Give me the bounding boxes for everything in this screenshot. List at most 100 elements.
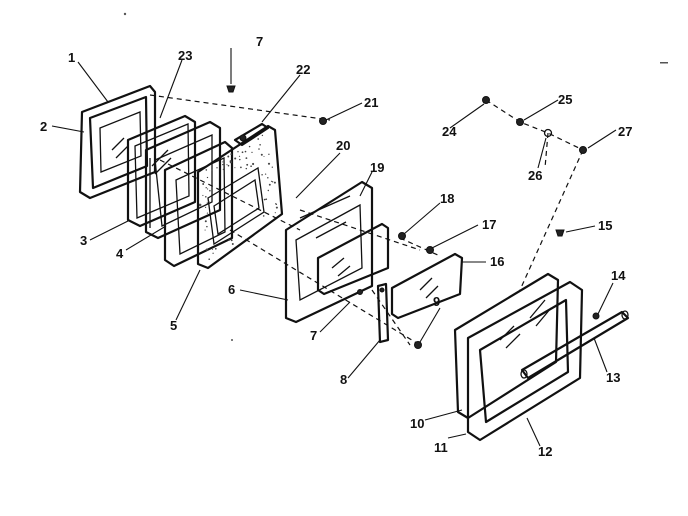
stipple-dot — [250, 165, 252, 168]
label-part-9: 9 — [433, 294, 440, 309]
stipple-dot — [206, 212, 208, 214]
stipple-dot — [211, 169, 213, 171]
stipple-dot — [262, 215, 265, 217]
stipple-dot — [208, 258, 211, 261]
stipple-dot — [248, 145, 251, 148]
stipple-dot — [241, 151, 244, 154]
part-inner-door-panel — [196, 124, 284, 270]
part-door-front-frame — [466, 280, 584, 442]
stipple-dot — [205, 248, 208, 251]
stipple-dot — [229, 160, 232, 164]
label-part-18: 18 — [440, 191, 454, 206]
stipple-dot — [216, 167, 218, 169]
label-part-6: 6 — [228, 282, 235, 297]
washer-26 — [543, 128, 553, 138]
stipple-dot — [245, 167, 248, 170]
clip-17 — [426, 246, 434, 254]
stipple-dot — [227, 155, 230, 158]
stipple-dot — [206, 202, 208, 204]
part-top-flange — [233, 122, 270, 147]
stipple-dot — [212, 252, 214, 254]
part-inner-frame — [144, 120, 222, 240]
label-part-15: 15 — [598, 218, 612, 233]
label-part-4: 4 — [116, 246, 124, 261]
label-part-14: 14 — [611, 268, 626, 283]
stipple-dot — [273, 181, 276, 184]
label-part-25: 25 — [558, 92, 572, 107]
label-part-24: 24 — [442, 124, 457, 139]
stipple-dot — [261, 134, 264, 137]
label-part-12: 12 — [538, 444, 552, 459]
part-inner-glass-10 — [453, 272, 560, 420]
part-glass-19 — [316, 222, 390, 296]
stipple-dot — [206, 176, 209, 179]
stipple-dot — [246, 163, 249, 166]
label-part-13: 13 — [606, 370, 620, 385]
stipple-dot — [267, 177, 269, 179]
label-part-8: 8 — [340, 372, 347, 387]
stipple-dot — [207, 188, 209, 190]
part-door-handle — [520, 310, 630, 380]
clip-18 — [398, 232, 406, 240]
stipple-dot — [238, 155, 241, 157]
stipple-dot — [237, 151, 239, 153]
stipple-dot — [234, 157, 237, 160]
stipple-dot — [230, 239, 233, 242]
stipple-dot — [271, 181, 274, 183]
part-hinge-bar — [376, 282, 390, 344]
label-part-20: 20 — [336, 138, 350, 153]
fasteners — [226, 85, 600, 349]
stipple-dot — [204, 206, 207, 209]
stipple-dot — [227, 164, 230, 167]
stipple-dot — [202, 183, 205, 185]
screw-24 — [482, 96, 490, 104]
label-part-2: 2 — [40, 119, 47, 134]
stipple-dot — [222, 168, 225, 171]
label-part-23: 23 — [178, 48, 192, 63]
stipple-dot — [230, 153, 233, 155]
stipple-dot — [204, 220, 207, 223]
label-part-19: 19 — [370, 160, 384, 175]
stipple-dot — [202, 194, 204, 197]
stipple-dot — [267, 189, 270, 192]
stipple-dot — [208, 201, 210, 203]
stipple-dot — [202, 205, 205, 207]
stipple-dot — [222, 161, 224, 163]
stipple-dot — [214, 247, 217, 250]
screw-25 — [516, 118, 524, 126]
part-labels: 1 2 3 4 5 6 7 7 8 9 10 11 12 13 14 15 16… — [40, 34, 632, 459]
label-part-5: 5 — [170, 318, 177, 333]
stipple-dot — [205, 187, 207, 189]
label-part-7-bottom: 7 — [310, 328, 317, 343]
stipple-dot — [274, 212, 276, 214]
label-part-16: 16 — [490, 254, 504, 269]
assembly-guide-lines — [149, 94, 584, 346]
stipple-dot — [268, 183, 271, 186]
stipple-dot — [252, 162, 255, 166]
stipple-dot — [271, 166, 273, 168]
stipple-dot — [259, 144, 261, 146]
stipple-dot — [261, 173, 263, 176]
label-part-27: 27 — [618, 124, 632, 139]
label-part-17: 17 — [482, 217, 496, 232]
leader-lines — [51, 48, 617, 447]
screw-21 — [319, 117, 327, 125]
stipple-dot — [222, 163, 224, 166]
stipple-dot — [239, 158, 241, 161]
stipple-dot — [226, 164, 228, 166]
label-part-22: 22 — [296, 62, 310, 77]
stipple-dot — [231, 243, 234, 245]
stipple-dot — [244, 150, 247, 153]
stipple-dot — [240, 166, 242, 169]
screw-7-top — [226, 85, 236, 93]
stipple-dot — [258, 148, 260, 150]
stipple-dot — [209, 189, 211, 192]
label-part-10: 10 — [410, 416, 424, 431]
stipple-dot — [257, 138, 260, 140]
stipple-dot — [267, 162, 271, 165]
stipple-dot — [270, 180, 273, 182]
stipple-dot — [268, 153, 270, 156]
label-part-1: 1 — [68, 50, 75, 65]
screw-15 — [555, 229, 565, 237]
